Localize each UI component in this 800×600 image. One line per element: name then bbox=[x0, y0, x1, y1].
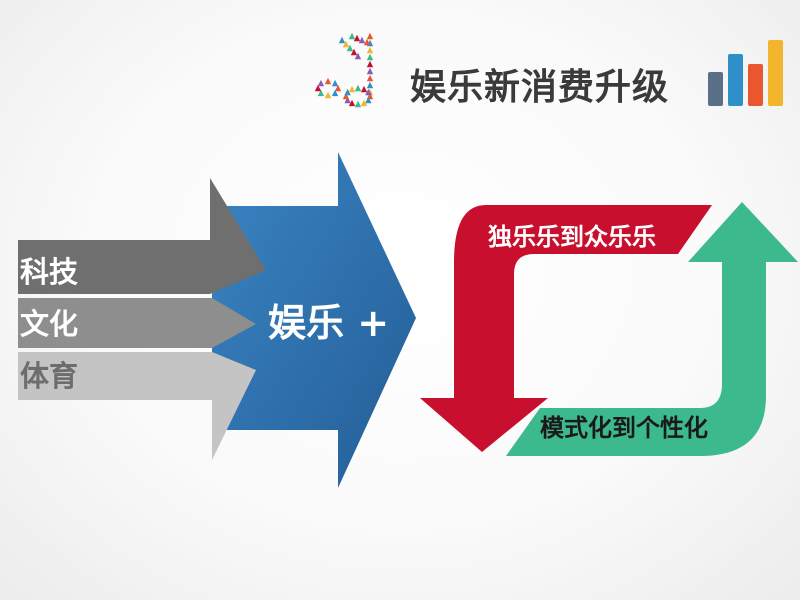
confetti-piece bbox=[344, 88, 351, 96]
input-label-sports: 体育 bbox=[20, 359, 78, 393]
confetti-piece bbox=[366, 81, 374, 89]
bar-chart-icon-bar-3 bbox=[748, 64, 763, 106]
confetti-piece bbox=[324, 77, 332, 85]
confetti-piece bbox=[354, 52, 362, 60]
main-arrow-label: 娱乐 + bbox=[268, 301, 389, 345]
confetti-piece bbox=[366, 60, 374, 68]
bar-chart-icon-bar-1 bbox=[708, 72, 723, 106]
input-arrow-culture bbox=[18, 298, 256, 348]
bar-chart-icon-bar-2 bbox=[728, 54, 743, 106]
music-note-icon bbox=[314, 32, 374, 108]
confetti-piece bbox=[324, 91, 332, 99]
confetti-piece bbox=[331, 89, 339, 97]
confetti-piece bbox=[366, 46, 374, 54]
bar-chart-icon-bar-4 bbox=[768, 40, 783, 106]
confetti-piece bbox=[354, 84, 362, 92]
input-label-technology: 科技 bbox=[20, 255, 78, 289]
confetti-piece bbox=[314, 84, 322, 92]
confetti-piece bbox=[353, 34, 361, 42]
confetti-piece bbox=[334, 84, 342, 92]
confetti-piece bbox=[366, 32, 374, 40]
confetti-piece bbox=[331, 79, 339, 87]
confetti-piece bbox=[346, 44, 354, 52]
confetti-piece bbox=[366, 67, 374, 75]
confetti-piece bbox=[363, 38, 371, 46]
confetti-piece bbox=[338, 36, 346, 44]
confetti-piece bbox=[342, 40, 350, 48]
confetti-piece bbox=[360, 99, 368, 107]
confetti-piece bbox=[365, 88, 372, 96]
confetti-piece bbox=[360, 85, 368, 93]
cycle-arrow-bottom bbox=[506, 202, 798, 456]
confetti-piece bbox=[366, 74, 374, 82]
confetti-piece bbox=[366, 53, 374, 61]
input-arrow-technology bbox=[18, 178, 266, 294]
cycle-arrow-top bbox=[420, 205, 712, 452]
confetti-piece bbox=[348, 32, 356, 40]
confetti-piece bbox=[348, 85, 356, 93]
confetti-piece bbox=[317, 79, 325, 87]
confetti-piece bbox=[354, 100, 362, 108]
cycle-bottom-label: 模式化到个性化 bbox=[540, 414, 708, 442]
input-arrow-sports bbox=[18, 352, 256, 460]
page-title: 娱乐新消费升级 bbox=[410, 67, 670, 108]
confetti-piece bbox=[348, 99, 356, 107]
confetti-piece bbox=[317, 89, 325, 97]
main-arrow bbox=[212, 152, 416, 488]
confetti-piece bbox=[358, 36, 366, 44]
cycle-top-label: 独乐乐到众乐乐 bbox=[488, 223, 656, 251]
input-label-culture: 文化 bbox=[20, 307, 78, 341]
confetti-piece bbox=[350, 48, 358, 56]
bar-chart-icon bbox=[708, 40, 783, 106]
confetti-piece bbox=[342, 92, 350, 100]
confetti-piece bbox=[344, 96, 351, 104]
confetti-piece bbox=[365, 96, 372, 104]
